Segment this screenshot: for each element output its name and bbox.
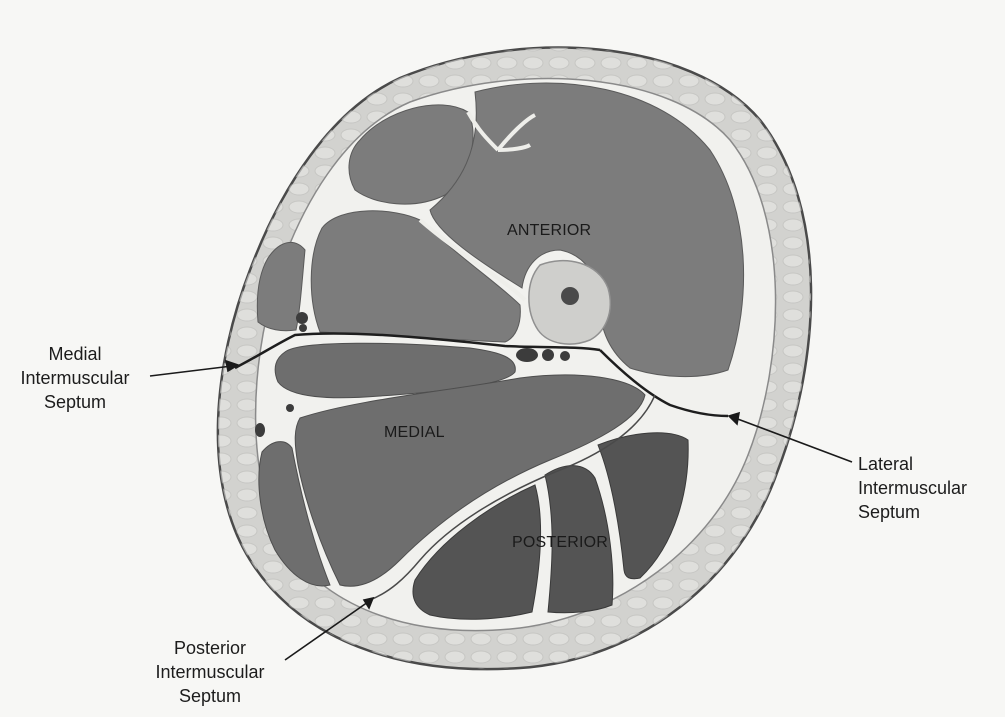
femur-medullary-cavity bbox=[561, 287, 579, 305]
medial-compartment-label: MEDIAL bbox=[384, 424, 445, 442]
lateral-intermuscular-septum-label: Lateral Intermuscular Septum bbox=[858, 452, 998, 524]
anterior-compartment-label: ANTERIOR bbox=[507, 222, 591, 240]
posterior-intermuscular-septum-label: Posterior Intermuscular Septum bbox=[140, 636, 280, 708]
posterior-compartment-label: POSTERIOR bbox=[512, 534, 608, 552]
medial-septum-leader bbox=[150, 366, 232, 376]
medial-intermuscular-septum-label: Medial Intermuscular Septum bbox=[10, 342, 140, 414]
